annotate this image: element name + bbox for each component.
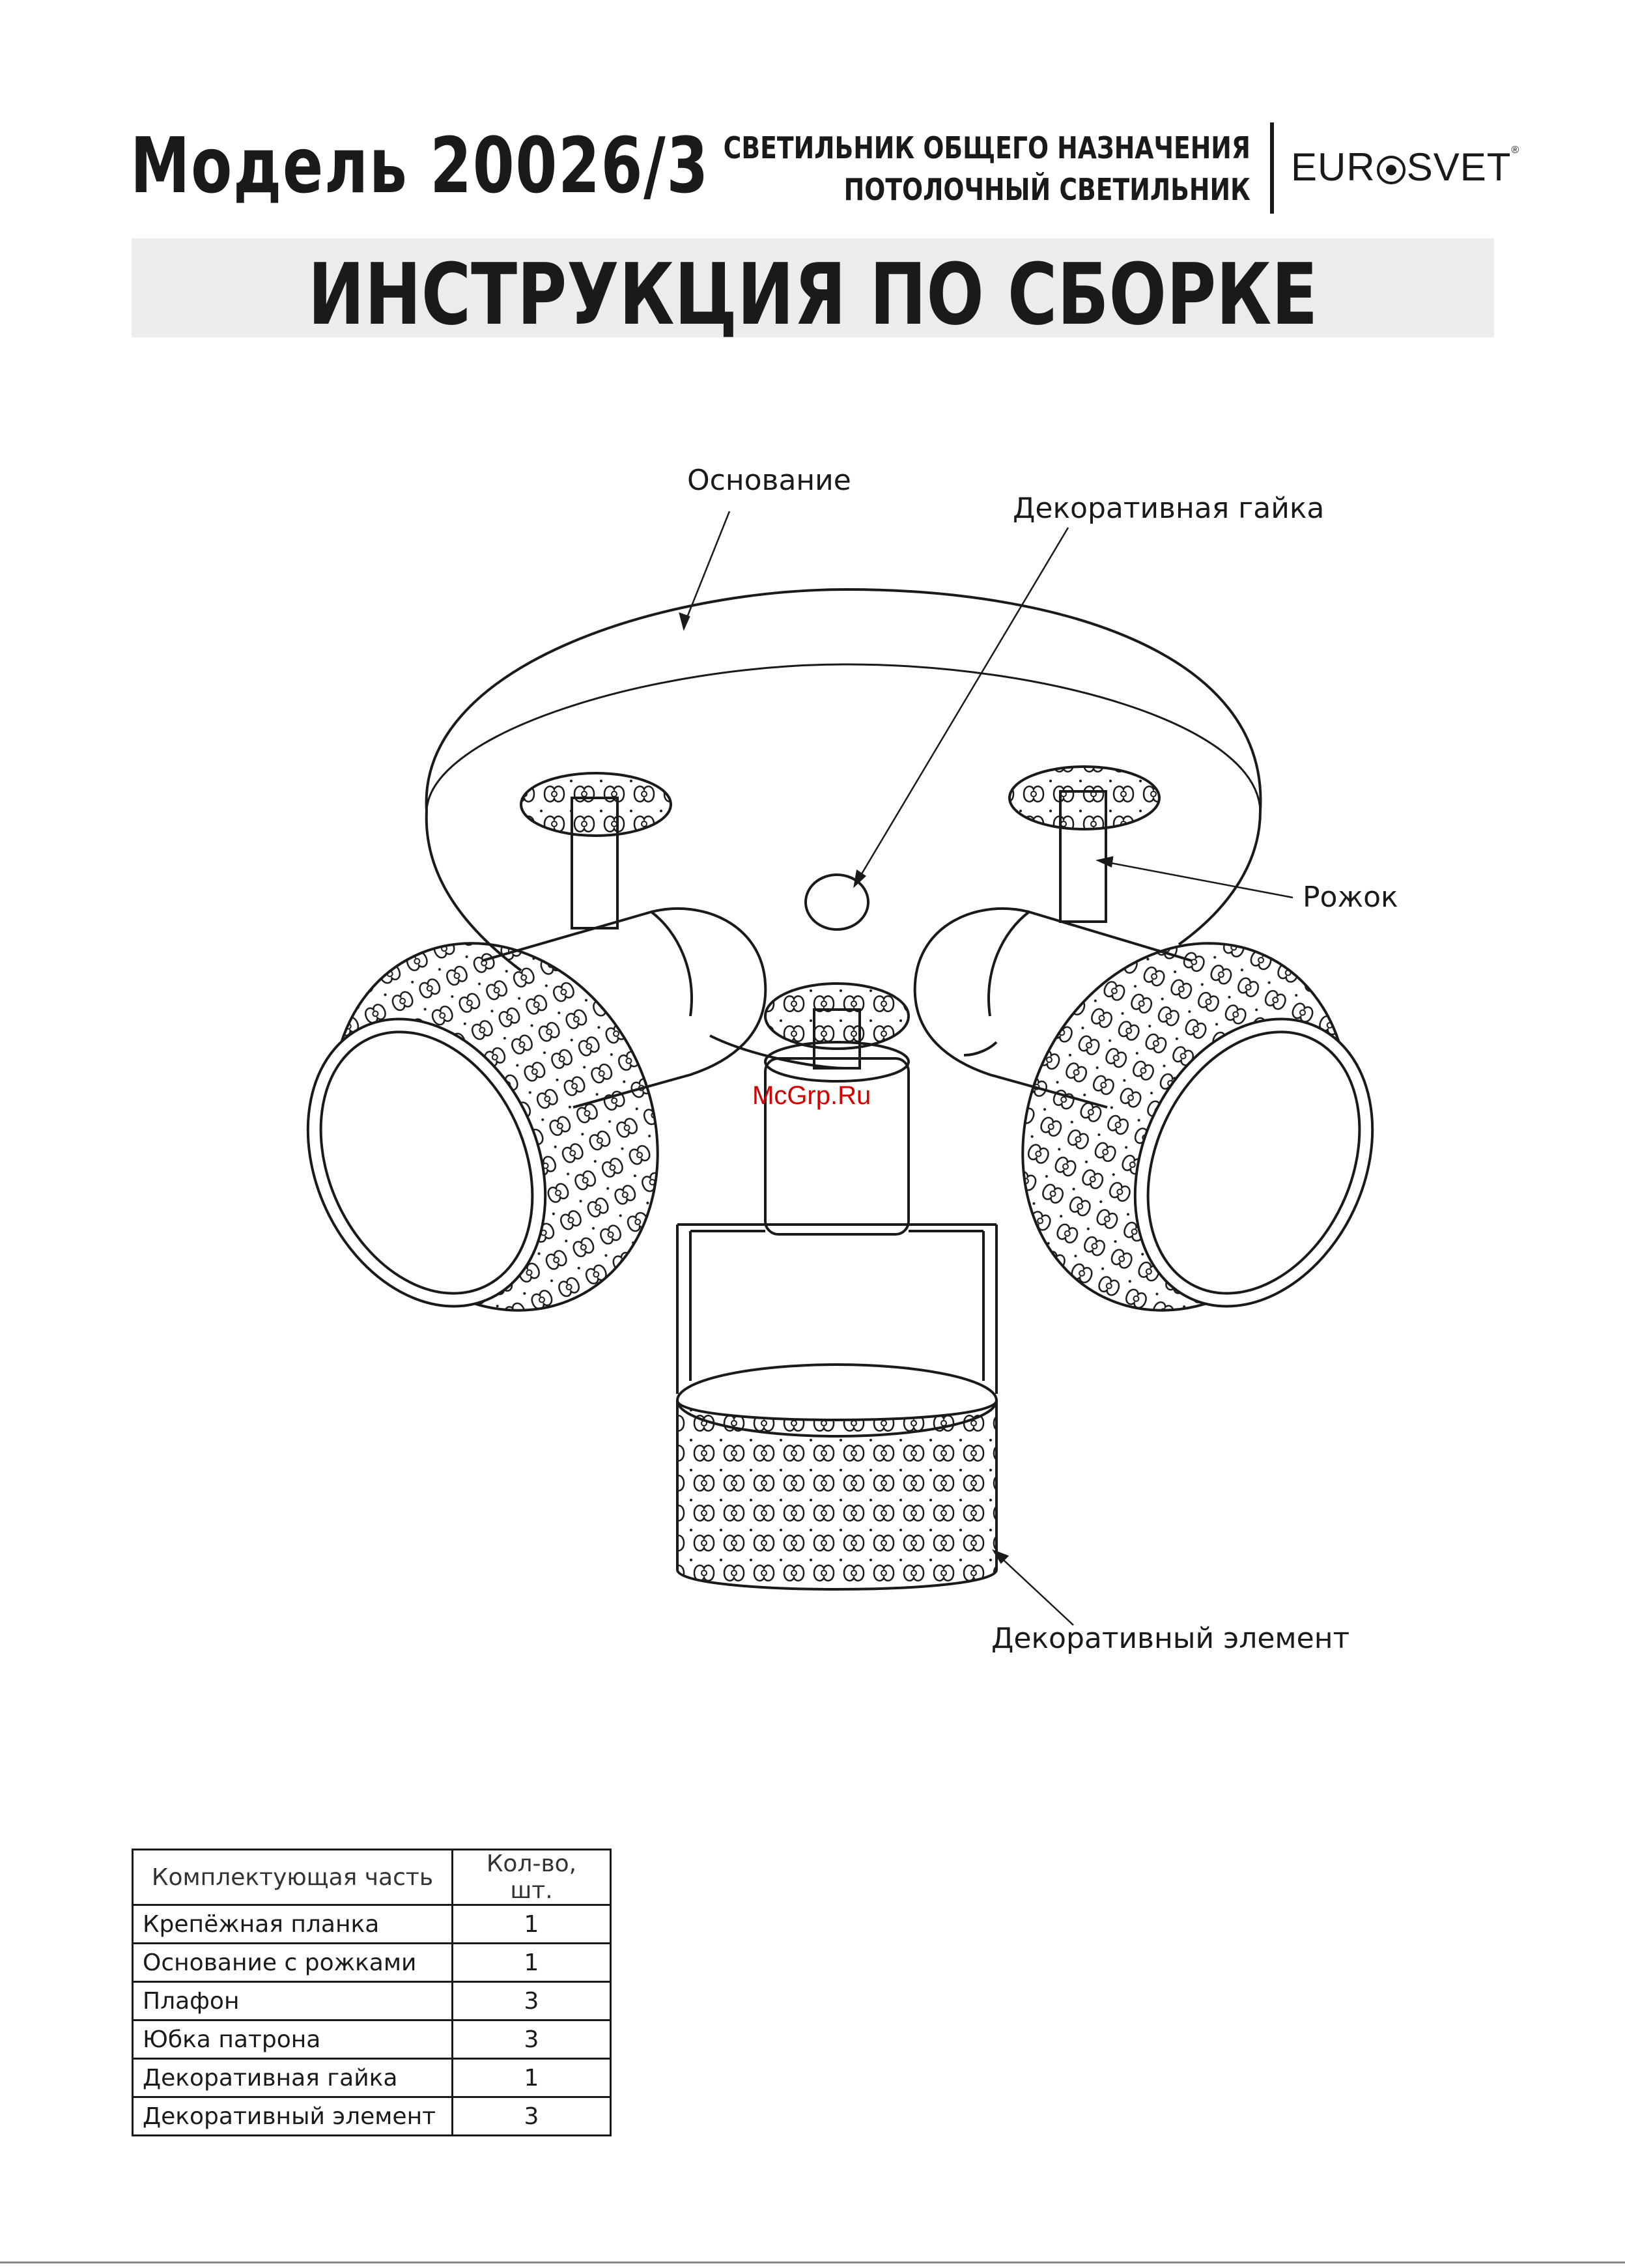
brand-text-right: SVET	[1406, 145, 1512, 189]
part-qty: 1	[451, 2058, 612, 2098]
part-qty: 1	[451, 1942, 612, 1983]
part-name: Плафон	[132, 1981, 453, 2021]
part-qty: 3	[451, 2096, 612, 2136]
subtitle-line-1: СВЕТИЛЬНИК ОБЩЕГО НАЗНАЧЕНИЯ	[723, 130, 1251, 165]
part-name: Декоративная гайка	[132, 2058, 453, 2098]
brand-logo: EUR SVET®	[1291, 145, 1519, 190]
part-name: Декоративный элемент	[132, 2096, 453, 2136]
center-holder	[764, 1057, 910, 1236]
header-part: Комплектующая часть	[132, 1849, 453, 1906]
part-qty: 3	[451, 1981, 612, 2021]
table-header-row: Комплектующая часть Кол-во, шт.	[132, 1849, 612, 1906]
model-title: Модель 20026/3	[130, 120, 709, 210]
part-qty: 3	[451, 2019, 612, 2060]
part-name: Юбка патрона	[132, 2019, 453, 2060]
part-name: Крепёжная планка	[132, 1904, 453, 1944]
registered-mark: ®	[1511, 145, 1520, 156]
label-arm: Рожок	[1303, 881, 1398, 914]
label-decor-element: Декоративный элемент	[991, 1622, 1350, 1655]
label-base: Основание	[687, 464, 851, 497]
brand-text-left: EUR	[1291, 145, 1376, 189]
brand-circle-icon	[1376, 156, 1406, 184]
subtitle-line-2: ПОТОЛОЧНЫЙ СВЕТИЛЬНИК	[843, 172, 1251, 207]
label-decor-nut: Декоративная гайка	[1013, 492, 1325, 525]
header-qty: Кол-во, шт.	[451, 1849, 612, 1906]
part-name: Основание с рожками	[132, 1942, 453, 1983]
parts-table: Комплектующая часть Кол-во, шт. Крепёжна…	[132, 1849, 612, 2136]
decor-nut	[804, 873, 869, 931]
center-shade	[676, 1400, 998, 1591]
watermark: McGrp.Ru	[752, 1081, 871, 1110]
base-plate-bottom	[425, 810, 1262, 972]
page-bottom-rule	[0, 2261, 1625, 2263]
header-divider	[1270, 122, 1274, 214]
banner-title: ИНСТРУКЦИЯ ПО СБОРКЕ	[307, 245, 1318, 344]
part-qty: 1	[451, 1904, 612, 1944]
title-banner: ИНСТРУКЦИЯ ПО СБОРКЕ	[132, 238, 1494, 344]
base-plate	[425, 588, 1262, 812]
product-subtitle: СВЕТИЛЬНИК ОБЩЕГО НАЗНАЧЕНИЯ ПОТОЛОЧНЫЙ …	[724, 127, 1251, 210]
